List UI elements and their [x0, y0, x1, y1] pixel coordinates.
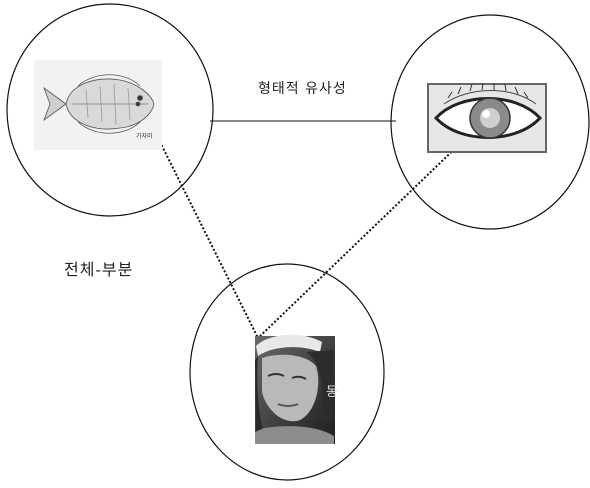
face-side-text: 동: [326, 385, 338, 400]
circle-face: [189, 263, 385, 481]
fish-caption: 가자미: [136, 132, 153, 140]
dotted-connector-fish-face: [157, 137, 265, 351]
eye-image: [427, 82, 547, 153]
circle-fish: [6, 3, 214, 217]
fish-image: 가자미: [34, 60, 162, 150]
label-morphological-similarity: 형태적 유사성: [258, 81, 347, 97]
eye-icon: [433, 82, 543, 139]
dotted-connector-eye-face: [255, 137, 467, 341]
label-whole-part: 전체-부분: [64, 260, 134, 279]
flatfish-icon: [43, 74, 155, 134]
face-photo: 동: [255, 334, 338, 444]
circle-eye: [390, 14, 590, 230]
